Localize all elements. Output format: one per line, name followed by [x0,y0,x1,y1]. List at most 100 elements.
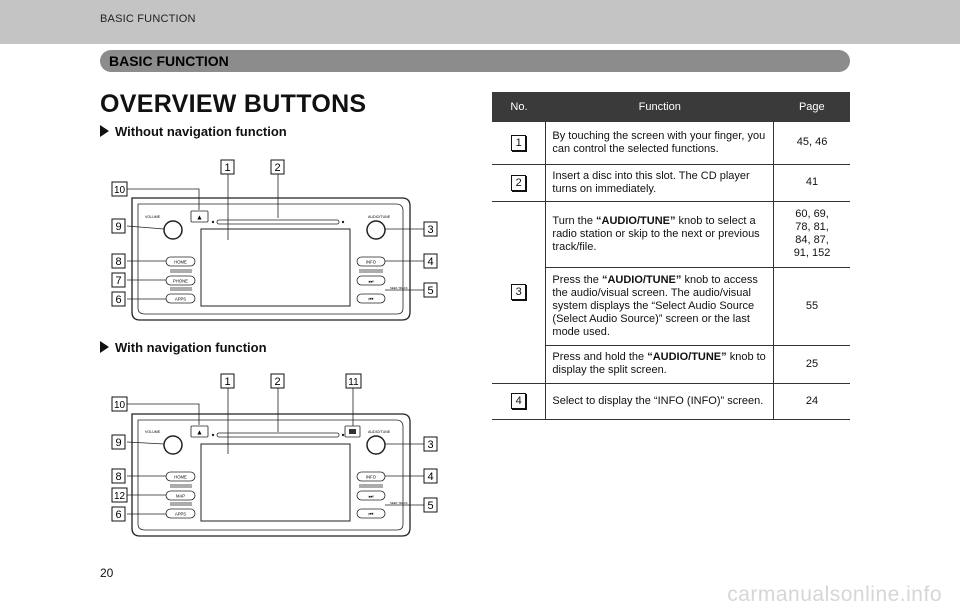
triangle-bullet-icon [100,125,109,137]
touch-screen[interactable] [200,443,351,522]
apps-button[interactable] [165,508,196,519]
subtitle-with-navigation: With navigation function [100,340,267,355]
volume-label: VOLUME [145,215,161,219]
function-cell: Turn the “AUDIO/TUNE” knob to select a r… [545,201,775,268]
table-header-row: No. Function Page [492,92,850,122]
seek-prev-button[interactable] [356,293,386,304]
callout-2: 2 [270,373,285,389]
page-cell: 25 [773,345,850,384]
section-banner: BASIC FUNCTION [100,50,850,72]
svg-text:5: 5 [427,500,433,512]
eject-icon: ▲ [196,215,203,222]
audio-tune-label: AUDIO/TUNE [368,430,391,434]
page-cell: 55 [773,267,850,346]
audio-tune-knob[interactable] [366,220,386,240]
svg-text:4: 4 [427,471,433,483]
row-number-badge: 1 [511,134,527,151]
phone-button[interactable] [165,275,196,286]
row-number-badge: 2 [511,174,527,191]
callout-10: 10 [111,181,128,197]
running-header-bar: BASIC FUNCTION [0,0,960,44]
callout-5: 5 [423,282,438,298]
callout-3: 3 [423,436,438,452]
volume-knob[interactable] [163,220,183,240]
svg-text:2: 2 [274,376,280,388]
home-button[interactable] [165,471,196,482]
callout-7: 7 [111,272,126,288]
svg-text:9: 9 [115,437,121,449]
sd-card-icon [349,429,356,434]
volume-knob[interactable] [163,435,183,455]
info-button[interactable] [356,471,386,482]
apps-button-label: APPS [175,296,186,301]
info-button-label: INFO [366,259,377,264]
callout-3: 3 [423,221,438,237]
table-row: 3 Turn the “AUDIO/TUNE” knob to select a… [492,201,850,384]
callout-6: 6 [111,291,126,307]
triangle-bullet-icon [100,341,109,353]
next-track-icon: ⏭ [369,279,374,285]
svg-text:1: 1 [224,376,230,388]
svg-text:8: 8 [115,256,121,268]
head-unit-diagram-without-navigation: ▲ VOLUME AUDIO/TUNE HOME PHONE APPS INFO… [111,159,438,321]
table-row: 1 By touching the screen with your finge… [492,122,850,165]
seek-prev-button[interactable] [356,508,386,519]
eject-button[interactable] [190,210,209,223]
apps-button[interactable] [165,293,196,304]
function-cell: Press the “AUDIO/TUNE” knob to access th… [545,267,775,346]
svg-text:10: 10 [114,400,126,411]
next-track-icon: ⏭ [369,494,374,500]
svg-text:8: 8 [115,471,121,483]
svg-text:2: 2 [274,162,280,174]
row-number-badge: 3 [511,284,527,300]
callout-2: 2 [270,159,285,175]
running-header-title: BASIC FUNCTION [100,13,196,25]
apps-button-label: APPS [175,511,186,516]
svg-text:12: 12 [114,491,126,502]
svg-text:3: 3 [427,439,433,451]
cd-slot[interactable] [216,219,340,225]
svg-text:5: 5 [427,285,433,297]
eject-button[interactable] [190,425,209,438]
callout-9: 9 [111,434,126,450]
home-button-label: HOME [174,259,187,264]
page-cell: 45, 46 [773,122,850,165]
phone-button-label: PHONE [173,278,188,283]
function-cell: Press and hold the “AUDIO/TUNE” knob to … [545,345,775,384]
previous-track-icon: ⏮ [369,512,374,518]
table-row: 4 Select to display the “INFO (INFO)” sc… [492,383,850,420]
home-button[interactable] [165,256,196,267]
audio-tune-label: AUDIO/TUNE [368,215,391,219]
map-button[interactable] [165,490,196,501]
watermark: carmanualsonline.info [727,583,942,606]
header-function: Function [545,92,774,122]
function-cell: Insert a disc into this slot. The CD pla… [545,164,775,202]
volume-label: VOLUME [145,430,161,434]
audio-tune-knob[interactable] [366,435,386,455]
subtitle-text: With navigation function [115,340,267,355]
page-title: OVERVIEW BUTTONS [100,90,367,118]
svg-text:10: 10 [114,185,126,196]
info-button[interactable] [356,256,386,267]
subtitle-without-navigation: Without navigation function [100,124,287,139]
seek-track-label: SEEK TRACK [390,501,408,505]
svg-text:9: 9 [115,221,121,233]
svg-text:6: 6 [115,294,121,306]
page-cell: 41 [773,164,850,202]
subtitle-text: Without navigation function [115,124,287,139]
function-cell: Select to display the “INFO (INFO)” scre… [545,383,775,420]
touch-screen[interactable] [200,228,351,307]
header-page: Page [773,92,850,122]
seek-next-button[interactable] [356,490,386,501]
info-button-label: INFO [366,474,377,479]
seek-next-button[interactable] [356,275,386,286]
page-number: 20 [100,566,114,580]
table-row: Press the “AUDIO/TUNE” knob to access th… [492,267,850,346]
callout-11: 11 [345,373,362,389]
cd-slot[interactable] [216,432,340,438]
table-row: 2 Insert a disc into this slot. The CD p… [492,164,850,202]
table-row: Press and hold the “AUDIO/TUNE” knob to … [492,345,850,384]
map-button-label: MAP [176,493,185,498]
callout-12: 12 [111,487,128,503]
slot-dot-left [211,220,215,224]
